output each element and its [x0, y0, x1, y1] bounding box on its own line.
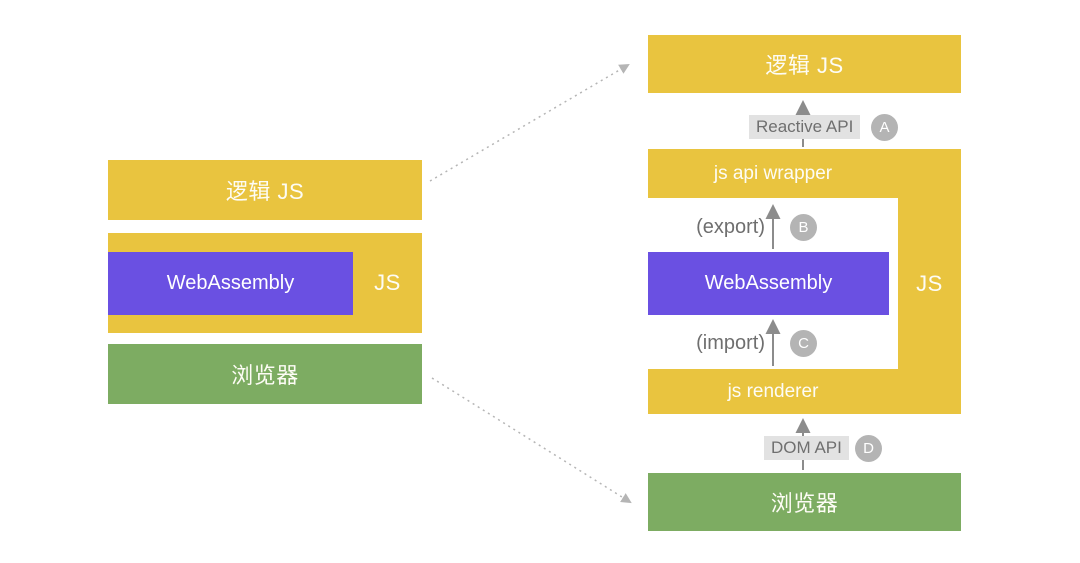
left-browser-label: 浏览器	[231, 363, 299, 388]
left-webassembly-label: WebAssembly	[166, 272, 295, 294]
right-logic-js-label: 逻辑 JS	[765, 53, 844, 78]
right-browser-label: 浏览器	[770, 491, 839, 516]
dom-api-label: DOM API	[764, 436, 849, 460]
badge-d: D	[855, 435, 882, 462]
left-logic-js-label: 逻辑 JS	[225, 179, 305, 204]
left-webassembly-block: WebAssembly	[108, 252, 353, 315]
badge-c: C	[790, 330, 817, 357]
left-logic-js-block: 逻辑 JS	[108, 160, 422, 220]
right-browser-block: 浏览器	[648, 473, 961, 531]
left-js-label: JS	[374, 270, 401, 295]
js-renderer-label: js renderer	[727, 380, 819, 402]
right-webassembly-block: WebAssembly	[648, 252, 889, 315]
left-browser-block: 浏览器	[108, 344, 422, 404]
dotted-connector-top-icon	[429, 63, 630, 182]
right-js-label: JS	[916, 270, 943, 296]
dotted-connector-bottom-icon	[431, 377, 632, 504]
left-js-runtime-block: WebAssembly JS	[108, 233, 422, 333]
right-js-column: JS	[898, 198, 961, 369]
export-label: (export)	[696, 216, 765, 238]
badge-a: A	[871, 114, 898, 141]
js-renderer-block: js renderer	[648, 369, 961, 414]
reactive-api-label: Reactive API	[749, 115, 861, 139]
js-api-wrapper-block: js api wrapper	[648, 149, 961, 198]
import-label: (import)	[696, 332, 765, 354]
badge-b: B	[790, 214, 817, 241]
right-webassembly-label: WebAssembly	[704, 272, 833, 294]
right-logic-js-block: 逻辑 JS	[648, 35, 961, 93]
js-api-wrapper-label: js api wrapper	[713, 162, 833, 184]
